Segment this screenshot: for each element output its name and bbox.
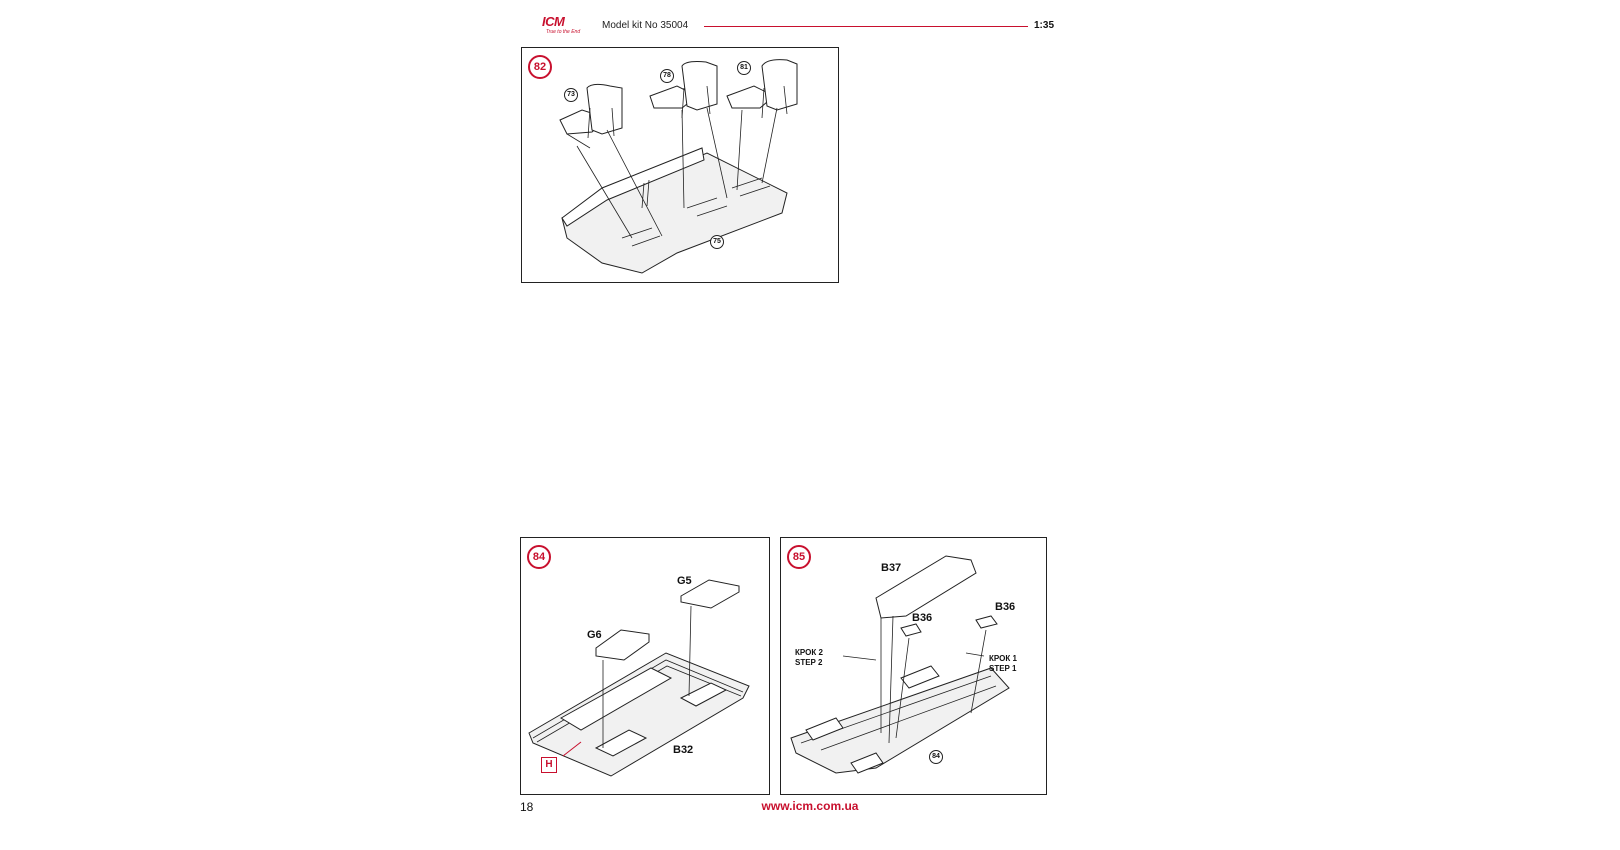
step-82-panel: 82 73 78 81 75	[521, 47, 839, 283]
h-marker-b34: H	[683, 444, 699, 460]
page-header: ICM True to the End Model kit No 35004 1…	[520, 14, 1060, 38]
label-b34: B34	[575, 421, 596, 433]
step-82-drawing	[559, 59, 798, 274]
h-marker-b35: H	[944, 234, 960, 250]
step-85-badge: 85	[787, 545, 811, 569]
icm-logo: ICM True to the End	[542, 14, 590, 38]
header-rule	[704, 26, 1028, 27]
step-83-badge: 83	[527, 287, 551, 311]
website-link[interactable]: www.icm.com.ua	[761, 799, 859, 813]
label-g5: G5	[677, 575, 692, 587]
ref-81: 81	[737, 61, 751, 75]
label-g6: G6	[587, 629, 602, 641]
label-step-2: КРОК 2 STEP 2	[795, 648, 823, 667]
step-82-badge: 82	[528, 55, 552, 79]
ref-78: 78	[660, 69, 674, 83]
page-number: 18	[520, 800, 534, 814]
label-b32: B32	[673, 744, 694, 756]
h-marker-b32: H	[541, 757, 557, 773]
step-84-panel: 84 G5 G6 B32 H	[520, 537, 770, 795]
ref-73: 73	[564, 88, 578, 102]
ref-75: 75	[710, 235, 724, 249]
step-84-badge: 84	[527, 545, 551, 569]
logo-text: ICM	[542, 14, 565, 29]
step-85-drawing	[790, 555, 1010, 774]
step-84-drawing	[528, 579, 750, 777]
label-b36-left: B36	[912, 612, 933, 624]
logo-tagline: True to the End	[546, 29, 581, 35]
ref-82: 82	[824, 412, 838, 426]
kit-label: Model kit No 35004	[602, 20, 689, 31]
scale-label: 1:35	[1034, 20, 1055, 31]
step-85-panel: 85 B37 B36 B36 КРОК 2 STEP 2 КРОК 1 STEP…	[780, 537, 1047, 795]
label-b37: B37	[881, 562, 902, 574]
ref-84: 84	[929, 750, 943, 764]
label-step-1: КРОК 1 STEP 1	[989, 654, 1017, 673]
label-b36-right: B36	[995, 601, 1016, 613]
label-b35: B35	[985, 186, 1006, 198]
